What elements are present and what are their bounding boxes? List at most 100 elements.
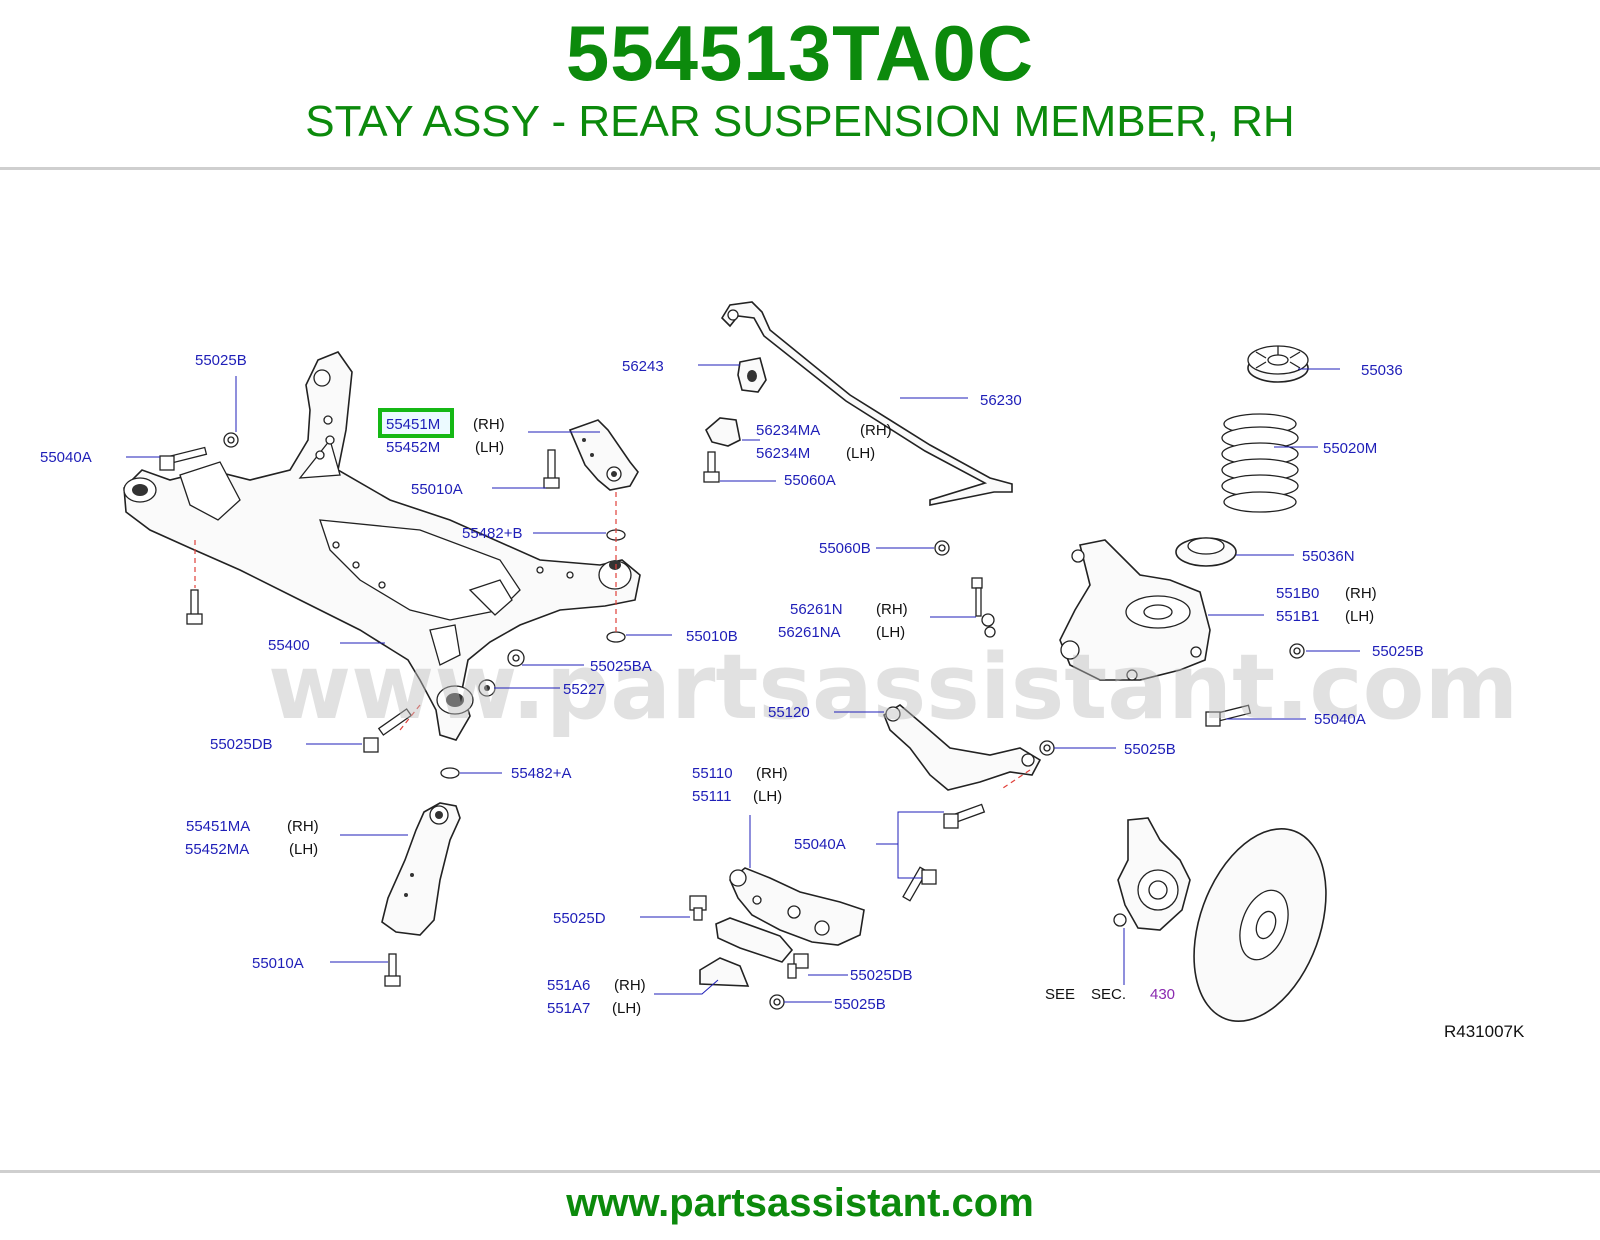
label-55025DB-1[interactable]: 55025DB (210, 736, 273, 753)
label-55452MA[interactable]: 55452MA (185, 841, 249, 858)
label-55025DB-2[interactable]: 55025DB (850, 967, 913, 984)
bolt-55010A-lower[interactable] (384, 953, 401, 987)
link-55110[interactable] (729, 867, 865, 946)
lower-arm-551B0[interactable] (1059, 539, 1211, 681)
label-56243[interactable]: 56243 (622, 358, 664, 375)
label-56234MA[interactable]: 56234MA (756, 422, 820, 439)
label-55025B-4[interactable]: 55025B (1124, 741, 1176, 758)
washer-55482A[interactable] (440, 767, 460, 779)
bracket-551A6-upper[interactable] (715, 917, 794, 963)
spring-seat-55036N[interactable] (1175, 537, 1237, 567)
label-551B1[interactable]: 551B1 (1276, 608, 1319, 625)
stay-55451MA[interactable] (381, 802, 461, 936)
label-55452MA-side: (LH) (289, 841, 318, 858)
sec-text: SEC. (1091, 986, 1126, 1003)
label-55482B[interactable]: 55482+B (462, 525, 522, 542)
bracket-551A6[interactable] (699, 957, 750, 987)
see-text: SEE (1045, 986, 1075, 1003)
label-55120[interactable]: 55120 (768, 704, 810, 721)
coil-spring-55020M[interactable] (1221, 413, 1299, 513)
header-divider (0, 167, 1600, 170)
label-55451MA[interactable]: 55451MA (186, 818, 250, 835)
bolt-55040A-upper[interactable] (943, 803, 986, 829)
label-551A6-side: (RH) (614, 977, 646, 994)
highlight-box-55451M (378, 408, 454, 438)
stay-55451M[interactable] (568, 419, 639, 491)
nut-55060B[interactable] (934, 540, 950, 556)
label-55482A[interactable]: 55482+A (511, 765, 571, 782)
label-56234M[interactable]: 56234M (756, 445, 810, 462)
label-55010A-2[interactable]: 55010A (252, 955, 304, 972)
label-551B1-side: (LH) (1345, 608, 1374, 625)
label-55111-side: (LH) (753, 788, 782, 805)
label-55111[interactable]: 55111 (692, 788, 732, 805)
label-551B0[interactable]: 551B0 (1276, 585, 1319, 602)
nut-55025B-right[interactable] (1289, 643, 1305, 659)
label-55060A[interactable]: 55060A (784, 472, 836, 489)
bolt-55025DB-center[interactable] (787, 953, 809, 979)
footer-url-link[interactable]: www.partsassistant.com (566, 1181, 1034, 1225)
bolt-left-vertical[interactable] (186, 589, 203, 625)
suspension-member-55400[interactable] (123, 351, 641, 741)
label-55025B-3[interactable]: 55025B (1372, 643, 1424, 660)
label-55060B[interactable]: 55060B (819, 540, 871, 557)
footer-divider (0, 1170, 1600, 1173)
clamp-56234MA[interactable] (705, 417, 741, 447)
label-55020M[interactable]: 55020M (1323, 440, 1377, 457)
spring-seat-55036[interactable] (1247, 345, 1309, 383)
label-55010A-1[interactable]: 55010A (411, 481, 463, 498)
label-55451MA-side: (RH) (287, 818, 319, 835)
bolt-55040A-left[interactable] (159, 446, 208, 471)
label-551B0-side: (RH) (1345, 585, 1377, 602)
label-55036N[interactable]: 55036N (1302, 548, 1355, 565)
label-55025BA[interactable]: 55025BA (590, 658, 652, 675)
label-56234MA-side: (RH) (860, 422, 892, 439)
label-56261NA-side: (LH) (876, 624, 905, 641)
bolt-55060A[interactable] (703, 451, 720, 483)
bolt-55040A-right[interactable] (1205, 704, 1252, 727)
brake-rotor[interactable] (1169, 811, 1350, 1040)
bushing-56243[interactable] (737, 357, 767, 393)
label-551A7[interactable]: 551A7 (547, 1000, 590, 1017)
label-551A7-side: (LH) (612, 1000, 641, 1017)
label-56261N-side: (RH) (876, 601, 908, 618)
label-55010B[interactable]: 55010B (686, 628, 738, 645)
bolt-55025DB-left[interactable] (363, 708, 413, 753)
label-55400[interactable]: 55400 (268, 637, 310, 654)
label-56261N[interactable]: 56261N (790, 601, 843, 618)
washer-55227[interactable] (478, 679, 496, 697)
watermark-text: www.partsassistant.com (268, 635, 1518, 740)
label-55451M-side: (RH) (473, 416, 505, 433)
label-56234M-side: (LH) (846, 445, 875, 462)
nut-55025B-center[interactable] (769, 994, 785, 1010)
bolt-55040A-lower[interactable] (902, 866, 937, 902)
nut-55025B-arm[interactable] (1039, 740, 1055, 756)
part-description: STAY ASSY - REAR SUSPENSION MEMBER, RH (305, 97, 1295, 146)
label-56230[interactable]: 56230 (980, 392, 1022, 409)
label-55040A-1[interactable]: 55040A (40, 449, 92, 466)
label-55025D[interactable]: 55025D (553, 910, 606, 927)
bolt-55025D[interactable] (689, 895, 707, 921)
label-55110[interactable]: 55110 (692, 765, 733, 782)
link-56261N[interactable] (971, 577, 996, 638)
upper-arm-55120[interactable] (883, 704, 1042, 791)
label-55025B-1[interactable]: 55025B (195, 352, 247, 369)
nut-55025BA[interactable] (507, 649, 525, 667)
label-55036[interactable]: 55036 (1361, 362, 1403, 379)
label-55025B-2[interactable]: 55025B (834, 996, 886, 1013)
bolt-55010A-upper[interactable] (543, 449, 560, 489)
section-430-link[interactable]: 430 (1150, 986, 1175, 1003)
knuckle[interactable] (1113, 817, 1191, 931)
label-55452M[interactable]: 55452M (386, 439, 440, 456)
label-55040A-2[interactable]: 55040A (794, 836, 846, 853)
label-551A6[interactable]: 551A6 (547, 977, 590, 994)
nut-55025B-left[interactable] (223, 432, 239, 448)
label-56261NA[interactable]: 56261NA (778, 624, 841, 641)
part-number-title: 554513TA0C (565, 9, 1035, 97)
label-55451M[interactable]: 55451M (386, 416, 440, 433)
label-55110-side: (RH) (756, 765, 788, 782)
label-55227[interactable]: 55227 (563, 681, 605, 698)
stabilizer-bar-56230[interactable] (720, 301, 1013, 506)
label-55040A-3[interactable]: 55040A (1314, 711, 1366, 728)
